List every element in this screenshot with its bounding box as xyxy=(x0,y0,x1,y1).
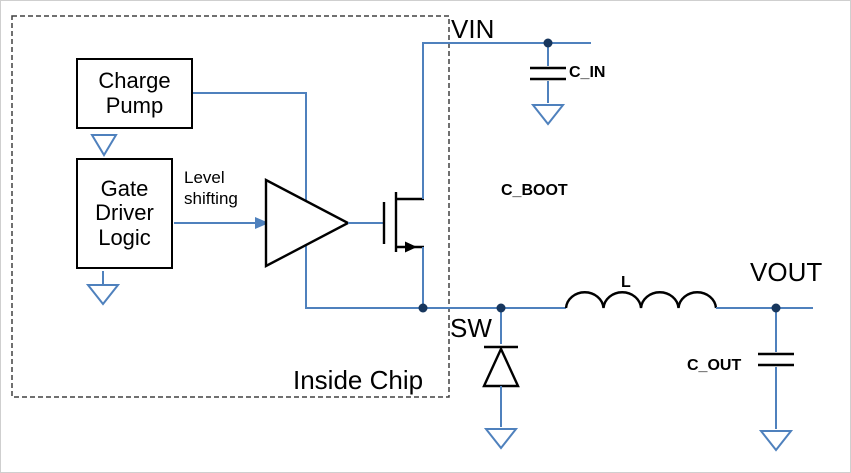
high-side-mosfet xyxy=(382,192,424,253)
inside-chip-label: Inside Chip xyxy=(293,365,424,395)
cboot-label: C_BOOT xyxy=(501,182,568,199)
output-inductor xyxy=(564,291,718,309)
vin-label: VIN xyxy=(451,14,495,44)
diode-ground-symbol xyxy=(483,428,519,450)
vin-rail-wire xyxy=(422,42,591,199)
charge-pump-label: Charge Pump xyxy=(98,67,171,118)
vout-node xyxy=(771,303,781,313)
gate-driver-ground-symbol xyxy=(85,271,121,306)
vout-label: VOUT xyxy=(750,257,823,287)
catch-diode xyxy=(482,308,520,427)
vin-cin-node xyxy=(543,38,553,48)
cout-ground-symbol xyxy=(758,430,794,452)
cin-label: C_IN xyxy=(569,64,606,81)
charge-pump-to-driver-arrow xyxy=(90,134,118,157)
sw-label: SW xyxy=(450,313,492,343)
gate-driver-logic-block: Gate Driver Logic xyxy=(76,158,173,269)
cout-capacitor xyxy=(758,308,794,429)
cin-capacitor xyxy=(530,43,566,103)
inductor-label: L xyxy=(621,274,631,291)
level-shifting-label: Level shifting xyxy=(184,168,238,209)
sw-mosfet-node xyxy=(418,303,428,313)
gate-driver-buffer xyxy=(264,178,351,268)
charge-pump-block: Charge Pump xyxy=(76,58,193,129)
level-shift-arrow xyxy=(174,217,269,229)
sw-diode-node xyxy=(496,303,506,313)
gate-driver-logic-label: Gate Driver Logic xyxy=(95,175,154,250)
cout-label: C_OUT xyxy=(687,357,742,374)
inside-chip-boundary xyxy=(11,15,450,398)
cin-ground-symbol xyxy=(530,104,566,126)
